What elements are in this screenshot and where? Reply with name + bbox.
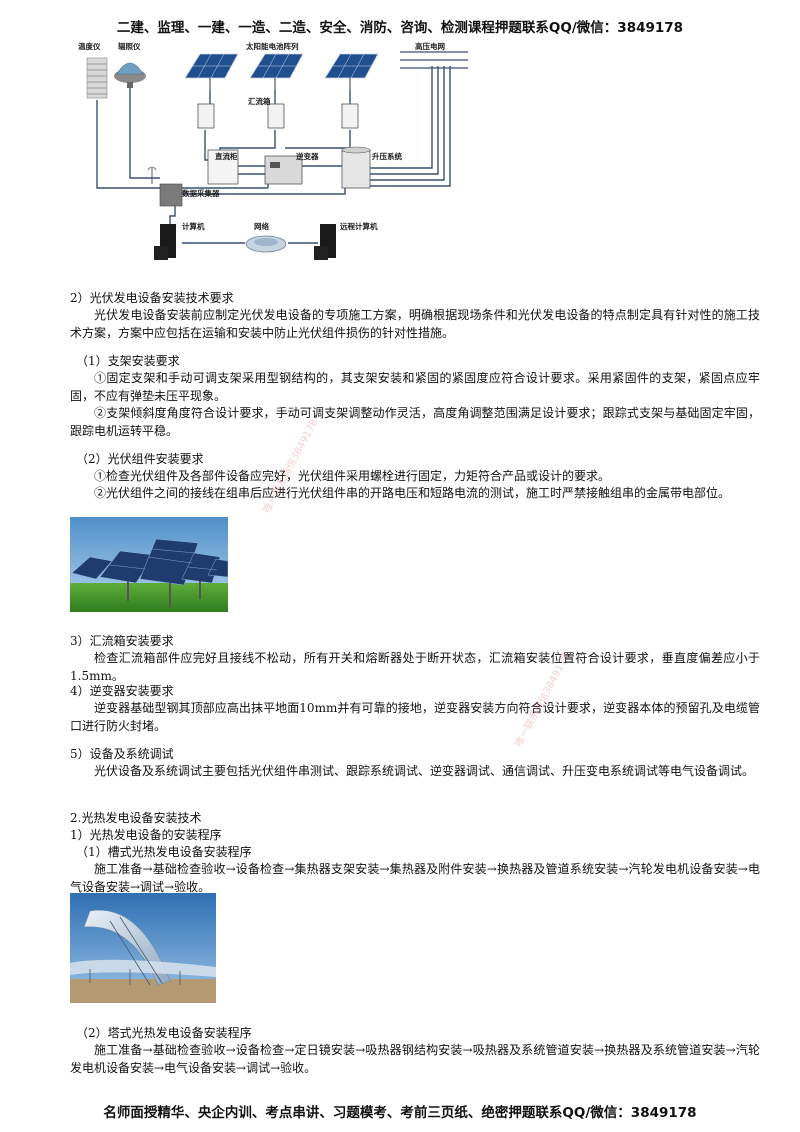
label-computer: 计算机	[182, 222, 205, 231]
pv-field-photo	[70, 517, 228, 612]
paragraph-combiner: 检查汇流箱部件应完好且接线不松动，所有开关和熔断器处于断开状态，汇流箱安装位置符…	[70, 651, 760, 683]
subsection-title-tower: （2）塔式光热发电设备安装程序	[76, 1026, 252, 1040]
pv-system-diagram: 温度仪 辐照仪 太阳能电池阵列 高压电网 汇流箱 直流柜 逆变器 升压系统 数据…	[70, 38, 470, 270]
diagram-wires	[86, 51, 468, 260]
label-thermometer: 温度仪	[78, 42, 101, 51]
paragraph-bracket-2: ②支架倾斜度角度符合设计要求，手动可调支架调整动作灵活，高度角调整范围满足设计要…	[70, 406, 760, 438]
label-radiometer: 辐照仪	[118, 42, 141, 51]
section-title-commissioning: 5）设备及系统调试	[70, 747, 174, 761]
paragraph-tower-procedure: 施工准备→基础检查验收→设备检查→定日镜安装→吸热器钢结构安装→吸热器及系统管道…	[70, 1043, 760, 1075]
page-footer: 名师面授精华、央企内训、考点串讲、习题模考、考前三页纸、绝密押题联系QQ/微信：…	[103, 1105, 697, 1121]
subsection-title-module: （2）光伏组件安装要求	[76, 452, 204, 466]
paragraph-trough-procedure: 施工准备→基础检查验收→设备检查→集热器支架安装→集热器及附件安装→换热器及管道…	[70, 862, 760, 894]
paragraph-commissioning: 光伏设备及系统调试主要包括光伏组件串测试、跟踪系统调试、逆变器调试、通信调试、升…	[94, 764, 755, 778]
paragraph-module-2: ②光伏组件之间的接线在组串后应进行光伏组件串的开路电压和短路电流的测试，施工时严…	[94, 486, 731, 500]
paragraph-inverter: 逆变器基础型钢其顶部应高出抹平地面10mm并有可靠的接地，逆变器安装方向符合设计…	[70, 701, 760, 733]
paragraph-module-1: ①检查光伏组件及各部件设备应完好，光伏组件采用螺栓进行固定，力矩符合产品或设计的…	[94, 469, 611, 483]
label-stepup: 升压系统	[372, 152, 402, 161]
label-combiner: 汇流箱	[248, 97, 271, 106]
label-network: 网络	[254, 222, 269, 231]
section-title-inverter: 4）逆变器安装要求	[70, 684, 174, 698]
label-pv-array: 太阳能电池阵列	[246, 42, 299, 51]
section-title-combiner: 3）汇流箱安装要求	[70, 634, 174, 648]
label-dc-cabinet: 直流柜	[215, 152, 238, 161]
subsection-title-bracket: （1）支架安装要求	[76, 354, 180, 368]
subsection-title-trough: （1）槽式光热发电设备安装程序	[76, 845, 252, 859]
paragraph-bracket-1: ①固定支架和手动可调支架采用型钢结构的，其支架安装和紧固的紧固度应符合设计要求。…	[70, 371, 760, 403]
subsection-title-thermal-procedure: 1）光热发电设备的安装程序	[70, 828, 222, 842]
section-title-solar-thermal: 2.光热发电设备安装技术	[70, 811, 202, 825]
paragraph-pv-plan: 光伏发电设备安装前应制定光伏发电设备的专项施工方案，明确根据现场条件和光伏发电设…	[70, 308, 760, 340]
label-grid: 高压电网	[415, 42, 445, 51]
page-header: 二建、监理、一建、一造、二造、安全、消防、咨询、检测课程押题联系QQ/微信：38…	[116, 20, 684, 36]
section-title-pv-requirements: 2）光伏发电设备安装技术要求	[70, 291, 234, 305]
label-inverter: 逆变器	[296, 152, 319, 161]
label-collector: 数据采集器	[182, 189, 220, 198]
trough-collector-photo	[70, 893, 216, 1003]
label-remote-computer: 远程计算机	[340, 222, 378, 231]
